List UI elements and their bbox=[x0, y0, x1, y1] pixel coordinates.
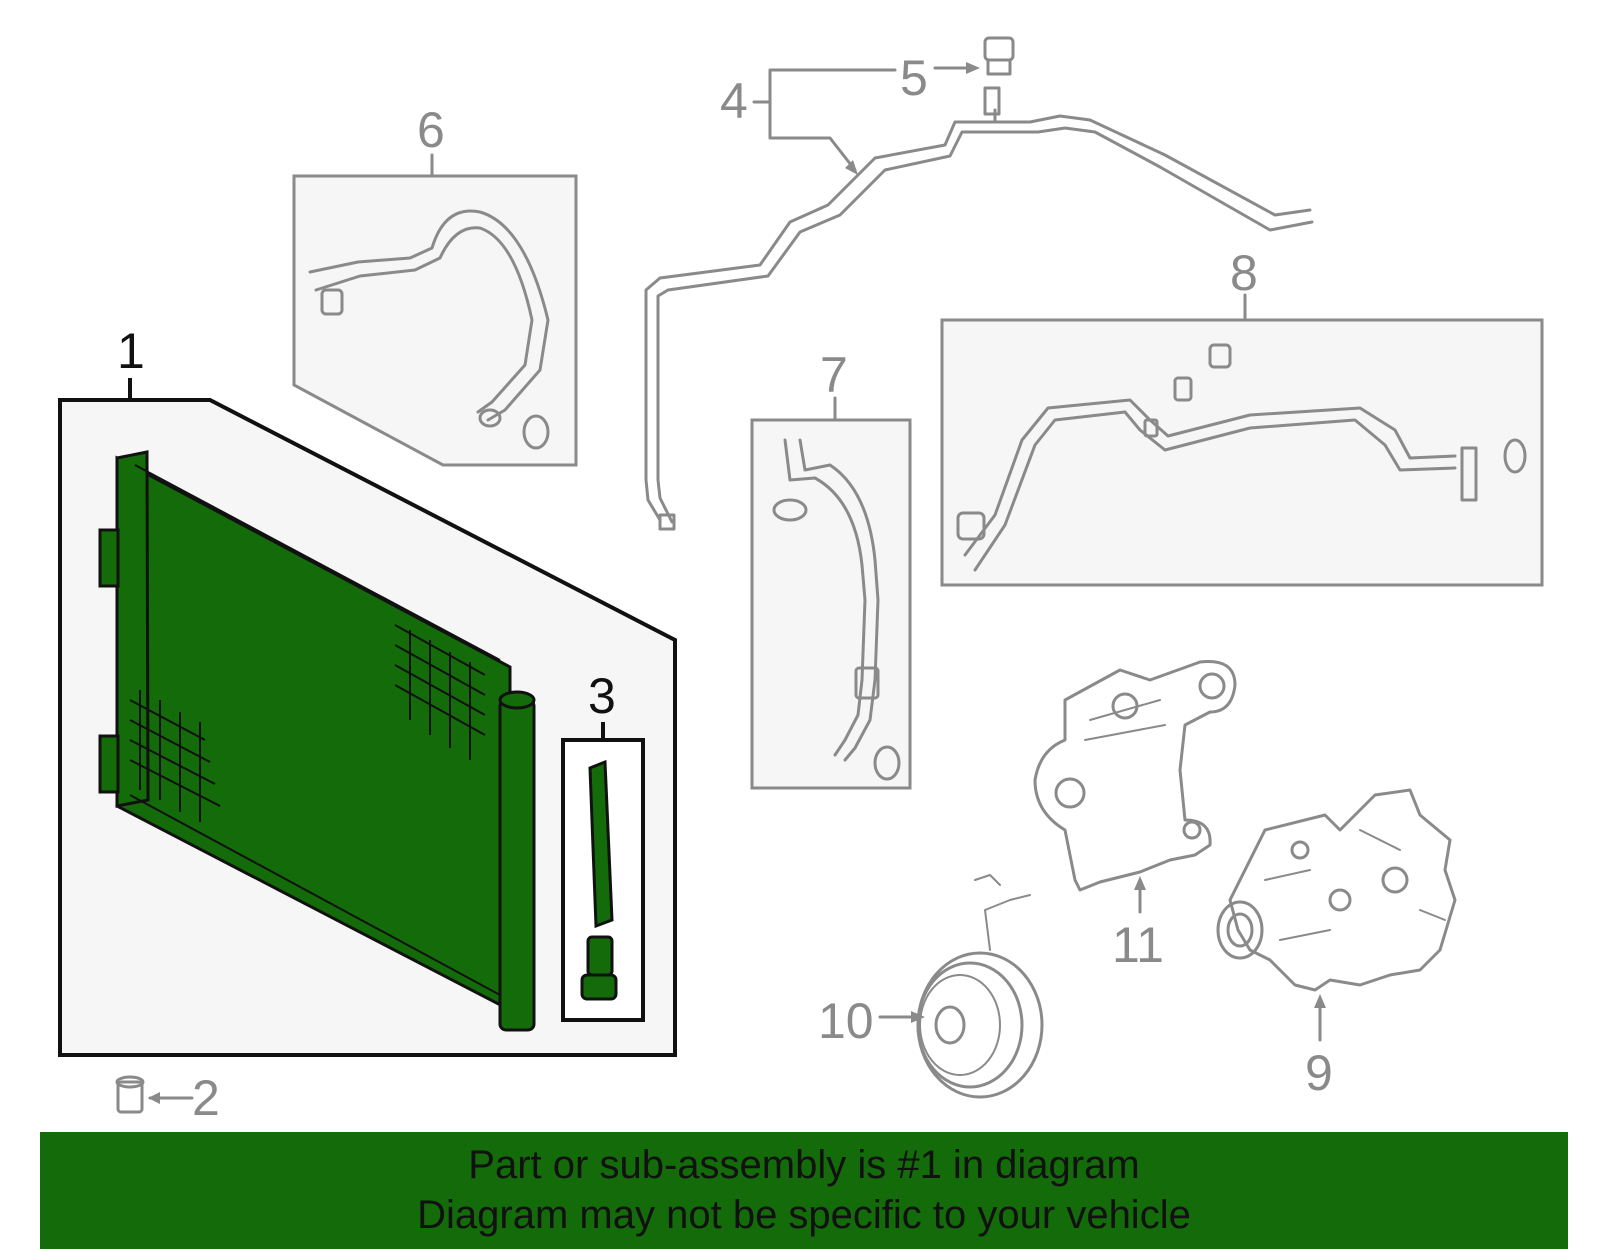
callout-9-label: 9 bbox=[1305, 1045, 1333, 1101]
parts-diagram: 1 bbox=[58, 36, 1544, 1126]
compressor-group[interactable]: 9 bbox=[1216, 788, 1457, 1101]
callout-1-label: 1 bbox=[117, 323, 145, 379]
hose-7-icon bbox=[772, 438, 901, 781]
condenser-icon bbox=[98, 450, 536, 1032]
callout-8-label: 8 bbox=[1230, 245, 1258, 301]
info-banner: Part or sub-assembly is #1 in diagram Di… bbox=[40, 1132, 1568, 1249]
hose-6-box bbox=[292, 174, 578, 467]
cap-group[interactable]: 5 bbox=[900, 36, 1015, 106]
callout-2-label: 2 bbox=[192, 1070, 220, 1126]
plug-icon bbox=[115, 1075, 145, 1114]
hose-6-group[interactable]: 6 bbox=[292, 102, 578, 467]
callout-6-label: 6 bbox=[417, 102, 445, 158]
hose-6-icon bbox=[308, 209, 550, 450]
plug-group[interactable]: 2 bbox=[115, 1070, 220, 1126]
cap-icon bbox=[983, 36, 1015, 76]
callout-3-label: 3 bbox=[588, 668, 616, 724]
compressor-icon bbox=[1216, 788, 1457, 992]
hose-7-group[interactable]: 7 bbox=[750, 347, 912, 790]
hose-8-box bbox=[940, 318, 1544, 587]
callout-11-label: 11 bbox=[1112, 917, 1164, 973]
hose-8-icon bbox=[956, 343, 1527, 572]
clutch-pulley-icon bbox=[916, 874, 1044, 1099]
callout-4-leader bbox=[752, 68, 897, 172]
bracket-group[interactable]: 11 bbox=[1033, 659, 1237, 973]
drier-group[interactable]: 3 bbox=[561, 668, 645, 1022]
pipe-4-group[interactable]: 4 bbox=[644, 68, 1314, 531]
hose-7-box bbox=[750, 418, 912, 790]
callout-4-label: 4 bbox=[720, 73, 748, 129]
callout-7-label: 7 bbox=[820, 347, 848, 403]
clutch-group[interactable]: 10 bbox=[818, 874, 1044, 1099]
banner-line-1: Part or sub-assembly is #1 in diagram bbox=[468, 1143, 1140, 1187]
callout-10-label: 10 bbox=[818, 993, 874, 1049]
pipe-4-icon bbox=[644, 86, 1314, 531]
callout-5-label: 5 bbox=[900, 50, 928, 106]
hose-8-group[interactable]: 8 bbox=[940, 245, 1544, 587]
condenser-assembly-group[interactable]: 1 bbox=[58, 323, 677, 1057]
bracket-icon bbox=[1033, 659, 1237, 892]
desiccant-icon bbox=[580, 759, 618, 1001]
banner-line-2: Diagram may not be specific to your vehi… bbox=[417, 1193, 1191, 1237]
